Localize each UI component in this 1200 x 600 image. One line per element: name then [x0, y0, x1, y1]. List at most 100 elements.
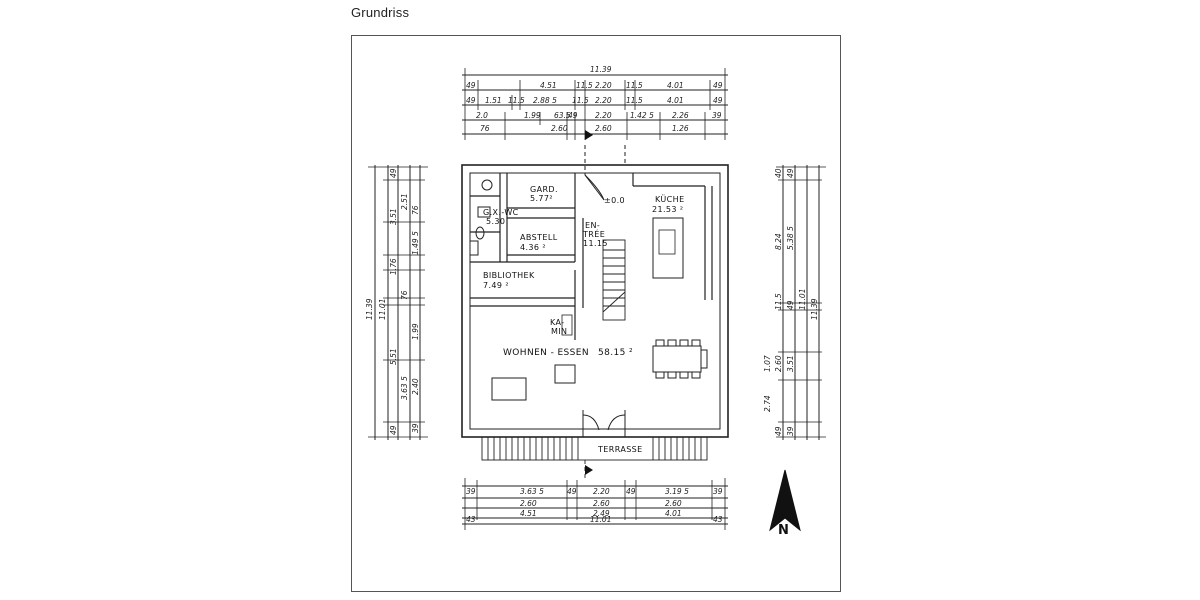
bottom-dim: 49 [626, 487, 636, 496]
bottom-dim: 2.60 [520, 499, 537, 508]
right-dim: 2.60 [774, 355, 783, 372]
right-dim: 49 [774, 426, 783, 436]
right-dimension-labels: 11.39 11.01 49 40 8.24 5.38 5 11.5 49 1.… [763, 168, 819, 436]
room-abstell: ABSTELL [520, 233, 558, 242]
wc-fixtures [469, 179, 493, 256]
top-dim: 2.20 [595, 96, 612, 105]
right-dim: 39 [786, 426, 795, 436]
dining-table [652, 339, 708, 379]
left-dim-mid: 11.01 [378, 299, 387, 320]
top-dim: 4.51 [540, 81, 557, 90]
top-dim: 49 [568, 111, 578, 120]
bottom-dim-total: 11.01 [590, 515, 611, 524]
right-dim: 2.74 [763, 395, 772, 412]
right-dim: 11.5 [774, 293, 783, 310]
room-gastwc-area: 5.30 [486, 217, 505, 226]
top-dim: 2.26 [672, 111, 689, 120]
bottom-dim: 43 [466, 515, 476, 524]
bottom-dim: 39 [466, 487, 476, 496]
top-dim: 1.99 [524, 111, 541, 120]
room-wohnen-area: 58.15 ² [598, 348, 633, 358]
bottom-dim: 2.20 [593, 487, 610, 496]
room-entree-1: EN- [585, 221, 600, 230]
room-kamin-2: MIN [551, 327, 567, 336]
bottom-dim: 39 [713, 487, 723, 496]
section-markers [585, 130, 593, 475]
left-dim-outer: 11.39 [365, 298, 374, 320]
inner-walls [470, 173, 713, 340]
top-dim-total: 11.39 [590, 65, 612, 74]
right-dimension-chain [776, 165, 826, 440]
bottom-dim: 3.19 5 [665, 487, 689, 496]
plan-frame [351, 35, 841, 592]
top-dim: 49 [466, 81, 476, 90]
left-dim: 5.51 [389, 348, 398, 365]
bottom-dimension-labels: 39 3.63 5 49 2.20 49 3.19 5 39 2.60 2.60… [466, 487, 723, 524]
room-kueche: KÜCHE [655, 194, 685, 204]
top-dim: 1.26 [672, 124, 689, 133]
entrance-door [584, 145, 626, 201]
room-gard-area: 5.77² [530, 194, 553, 203]
left-dim: 49 [389, 168, 398, 178]
right-dim-outer: 11.39 [810, 298, 819, 320]
right-dim: 3.51 [786, 355, 795, 372]
top-dim: 39 [712, 111, 722, 120]
top-dim: 2.60 [551, 124, 568, 133]
left-dim: 2.40 [411, 378, 420, 395]
right-dim-mid: 11.01 [798, 289, 807, 310]
outer-walls [461, 164, 729, 438]
top-dim: 11.5 [576, 81, 593, 90]
bottom-dim: 2.49 [593, 509, 610, 518]
room-entree-area: 11.15 [583, 239, 608, 248]
bottom-dim: 49 [567, 487, 577, 496]
room-entree-2: TRÉE [582, 228, 605, 239]
room-labels: GARD. 5.77² G.X.-WC 5.30 ABSTELL 4.36 ² … [483, 185, 685, 454]
room-gard: GARD. [530, 185, 558, 194]
left-dim: 1.99 [411, 323, 420, 340]
bottom-dim: 4.51 [520, 509, 537, 518]
top-dim: 4.01 [667, 96, 684, 105]
left-dim: 2.51 [400, 193, 409, 210]
left-dim: 3.63 5 [400, 376, 409, 400]
top-dim: 1.42 5 [630, 111, 654, 120]
bottom-dim: 43 [713, 515, 723, 524]
right-dim: 49 [786, 168, 795, 178]
top-dim: 2.0 [476, 111, 488, 120]
top-dim: 63.5 [554, 111, 571, 120]
top-dim: 11.5 [508, 96, 525, 105]
north-arrow-icon [769, 469, 801, 532]
right-dim: 40 [774, 168, 783, 178]
top-dim: 2.20 [595, 81, 612, 90]
left-dim: 1.49 5 [411, 231, 420, 255]
top-dim: 11.5 [572, 96, 589, 105]
terrace-door [582, 410, 626, 437]
kitchen-island [652, 217, 684, 279]
room-bibliothek-area: 7.49 ² [483, 281, 509, 290]
left-dim: 76 [411, 205, 420, 215]
bottom-dimension-chain [462, 478, 728, 530]
room-kueche-area: 21.53 ² [652, 205, 683, 214]
top-dim: 11.5 [626, 96, 643, 105]
left-dim: 39 [411, 423, 420, 433]
top-dim: 2.20 [595, 111, 612, 120]
bottom-dim: 2.60 [593, 499, 610, 508]
living-furniture [491, 314, 576, 401]
top-dim: 49 [713, 96, 723, 105]
terrace [481, 436, 708, 480]
left-dim: 49 [389, 425, 398, 435]
page-title: Grundriss [351, 5, 410, 20]
left-dim: 76 [400, 290, 409, 300]
right-dim: 49 [786, 300, 795, 310]
room-bibliothek: BIBLIOTHEK [483, 271, 535, 280]
right-dim: 8.24 [774, 233, 783, 250]
room-kamin-1: KA- [550, 318, 565, 327]
bottom-dim: 3.63 5 [520, 487, 544, 496]
top-dim: 2.88 5 [533, 96, 557, 105]
left-dimension-labels: 11.39 11.01 49 2.51 3.51 76 1.49 5 1.76 … [365, 168, 420, 435]
top-dim: 11.5 [626, 81, 643, 90]
top-dimension-labels: 11.39 49 4.51 11.5 2.20 11.5 4.01 49 49 … [466, 65, 723, 133]
room-terrasse: TERRASSE [597, 445, 643, 454]
top-dim: 49 [466, 96, 476, 105]
room-level: ±0.0 [604, 196, 625, 205]
right-dim: 5.38 5 [786, 226, 795, 250]
